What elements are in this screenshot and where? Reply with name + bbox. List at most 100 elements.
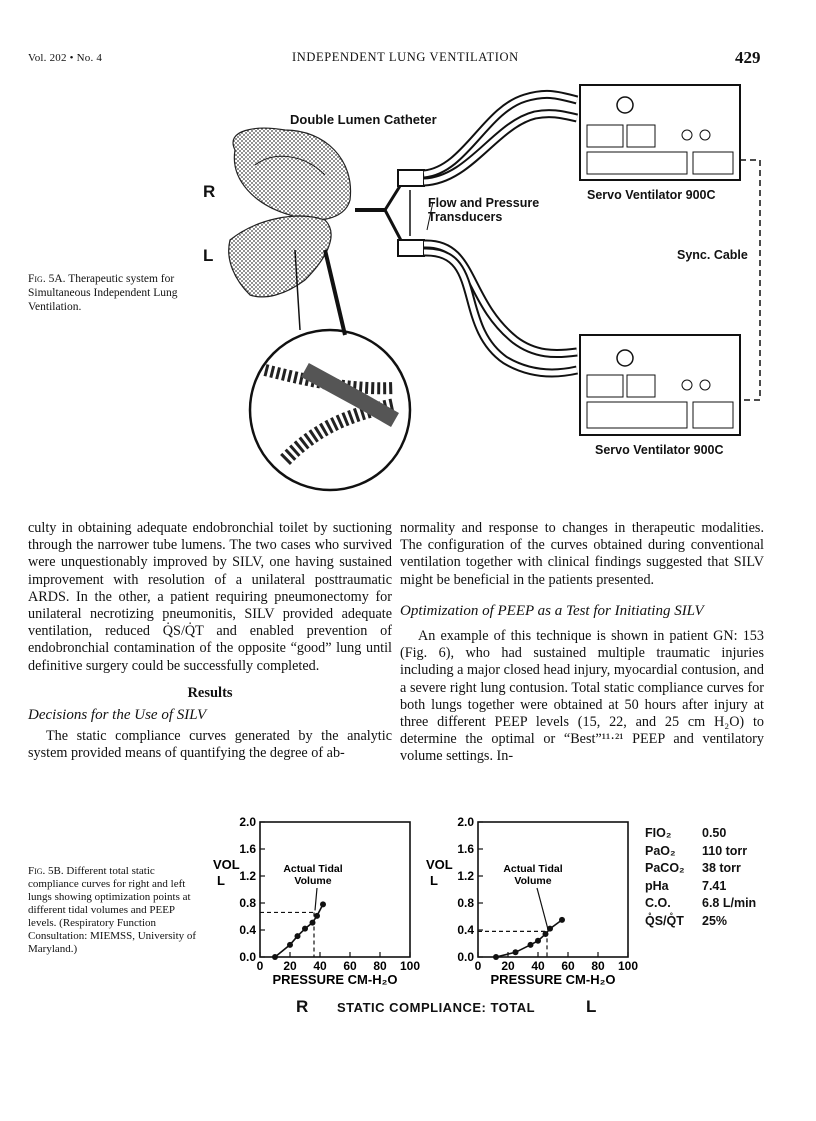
data-point xyxy=(527,941,534,948)
tidal-volume-annotation-line2: Volume xyxy=(514,875,551,887)
x-tick-label: 0 xyxy=(475,959,482,973)
plot-frame xyxy=(259,821,411,958)
y-tick-label: 0.4 xyxy=(239,923,256,937)
figure-5a-caption: Fig. 5A. Therapeutic system for Simultan… xyxy=(28,272,193,314)
x-tick-label: 80 xyxy=(591,959,605,973)
running-title: INDEPENDENT LUNG VENTILATION xyxy=(292,50,519,64)
right-paragraph-2: An example of this technique is shown in… xyxy=(400,628,764,765)
data-point xyxy=(535,937,541,944)
left-column: culty in obtaining adequate endobronchia… xyxy=(28,520,392,763)
left-lung xyxy=(228,215,332,298)
sync-cable-line xyxy=(740,159,761,401)
x-tick-label: 20 xyxy=(501,959,515,973)
plot-frame xyxy=(477,821,629,958)
x-axis-label: PRESSURE CM-H₂O xyxy=(491,972,616,987)
parameter-value: 0.50 xyxy=(702,826,727,840)
data-point xyxy=(287,941,293,948)
figure-5a-caption-text: Therapeutic system for Simultaneous Inde… xyxy=(28,273,178,313)
ventilator-top xyxy=(579,84,741,181)
catheter-and-tubes xyxy=(355,89,579,378)
parameter-row: C.O. 6.8 L/min xyxy=(645,896,775,914)
data-point xyxy=(547,925,553,932)
y-tick-label: 0.8 xyxy=(239,896,256,910)
subheading-optimization: Optimization of PEEP as a Test for Initi… xyxy=(400,602,704,619)
parameter-name: Q̊S/Q̊T xyxy=(645,913,684,928)
parameter-row: FIO₂ 0.50 xyxy=(645,826,775,844)
data-point xyxy=(493,954,499,960)
right-paragraph-1: normality and response to changes in the… xyxy=(400,520,764,588)
y-tick-label: 2.0 xyxy=(457,815,474,829)
airway-detail-circle xyxy=(248,249,412,492)
right-lung-label: R xyxy=(203,182,216,201)
ventilator-bottom xyxy=(579,334,741,436)
y-axis-label-unit: L xyxy=(217,873,225,888)
x-tick-label: 80 xyxy=(373,959,387,973)
data-point xyxy=(542,931,549,938)
compliance-curve xyxy=(495,919,563,958)
parameter-name: PaCO₂ xyxy=(645,861,685,875)
parameter-value: 7.41 xyxy=(702,878,727,893)
right-column: normality and response to changes in the… xyxy=(400,520,764,766)
parameter-row: PaO₂ 110 torr xyxy=(645,844,775,862)
y-tick-label: 1.6 xyxy=(457,842,474,856)
static-compliance-r-label: R xyxy=(296,997,309,1016)
data-point xyxy=(320,901,326,908)
subheading-decisions: Decisions for the Use of SILV xyxy=(28,707,207,724)
y-tick-label: 1.6 xyxy=(239,842,256,856)
y-tick-label: 2.0 xyxy=(239,815,256,829)
parameter-value: 25% xyxy=(702,913,728,928)
annotation-pointer xyxy=(536,887,549,930)
parameter-value: 110 torr xyxy=(702,843,748,858)
results-heading: Results xyxy=(187,684,233,701)
parameter-name: C.O. xyxy=(645,896,671,910)
figure-5b-caption-label: Fig. 5B. xyxy=(28,865,64,877)
data-point xyxy=(314,912,320,919)
right-lung xyxy=(232,127,352,221)
figure-5b-caption: Fig. 5B. Different total static complian… xyxy=(28,865,198,956)
figure-5b-caption-text: Different total static compliance curves… xyxy=(28,865,197,955)
parameter-name: PaO₂ xyxy=(645,843,676,858)
ventilator-bottom-label: Servo Ventilator 900C xyxy=(595,443,724,457)
y-tick-label: 0.8 xyxy=(457,896,474,910)
page-number: 429 xyxy=(735,48,761,67)
data-point xyxy=(309,919,316,926)
y-tick-label: 1.2 xyxy=(457,869,474,883)
volume-info: Vol. 202 • No. 4 xyxy=(28,52,103,64)
tidal-volume-annotation: Actual Tidal xyxy=(283,863,342,875)
x-tick-label: 40 xyxy=(313,959,327,973)
data-point xyxy=(302,925,308,932)
x-tick-label: 60 xyxy=(343,959,357,973)
parameter-row: pHa 7.41 xyxy=(645,879,775,897)
left-paragraph-1: culty in obtaining adequate endobronchia… xyxy=(28,520,392,674)
figure-5a-illustration xyxy=(228,84,761,492)
data-point xyxy=(294,933,301,940)
sync-cable-label: Sync. Cable xyxy=(677,248,748,262)
parameter-name: FIO₂ xyxy=(645,826,672,840)
y-tick-label: 0.4 xyxy=(457,923,474,937)
data-point xyxy=(559,916,565,923)
static-compliance-l-label: L xyxy=(586,997,597,1016)
parameter-value: 6.8 L/min xyxy=(702,896,757,910)
left-paragraph-2: The static compliance curves generated b… xyxy=(28,728,392,762)
y-axis-label-unit: L xyxy=(430,873,438,888)
parameter-row: PaCO₂ 38 torr xyxy=(645,861,775,879)
data-point xyxy=(272,954,278,960)
tidal-volume-annotation-line2: Volume xyxy=(294,875,331,887)
y-tick-label: 0.0 xyxy=(457,950,474,964)
catheter-label: Double Lumen Catheter xyxy=(290,112,437,127)
y-axis-label: VOL xyxy=(213,857,240,872)
x-tick-label: 40 xyxy=(531,959,545,973)
x-tick-label: 20 xyxy=(283,959,297,973)
annotation-pointer xyxy=(314,887,318,911)
x-tick-label: 100 xyxy=(618,959,638,973)
y-tick-label: 1.2 xyxy=(239,869,256,883)
transducers-label-line2: Transducers xyxy=(428,210,503,224)
x-tick-label: 0 xyxy=(257,959,264,973)
ventilator-top-label: Servo Ventilator 900C xyxy=(587,188,716,202)
y-axis-label: VOL xyxy=(426,857,453,872)
parameter-name: pHa xyxy=(645,878,669,893)
parameter-value: 38 torr xyxy=(702,861,741,875)
